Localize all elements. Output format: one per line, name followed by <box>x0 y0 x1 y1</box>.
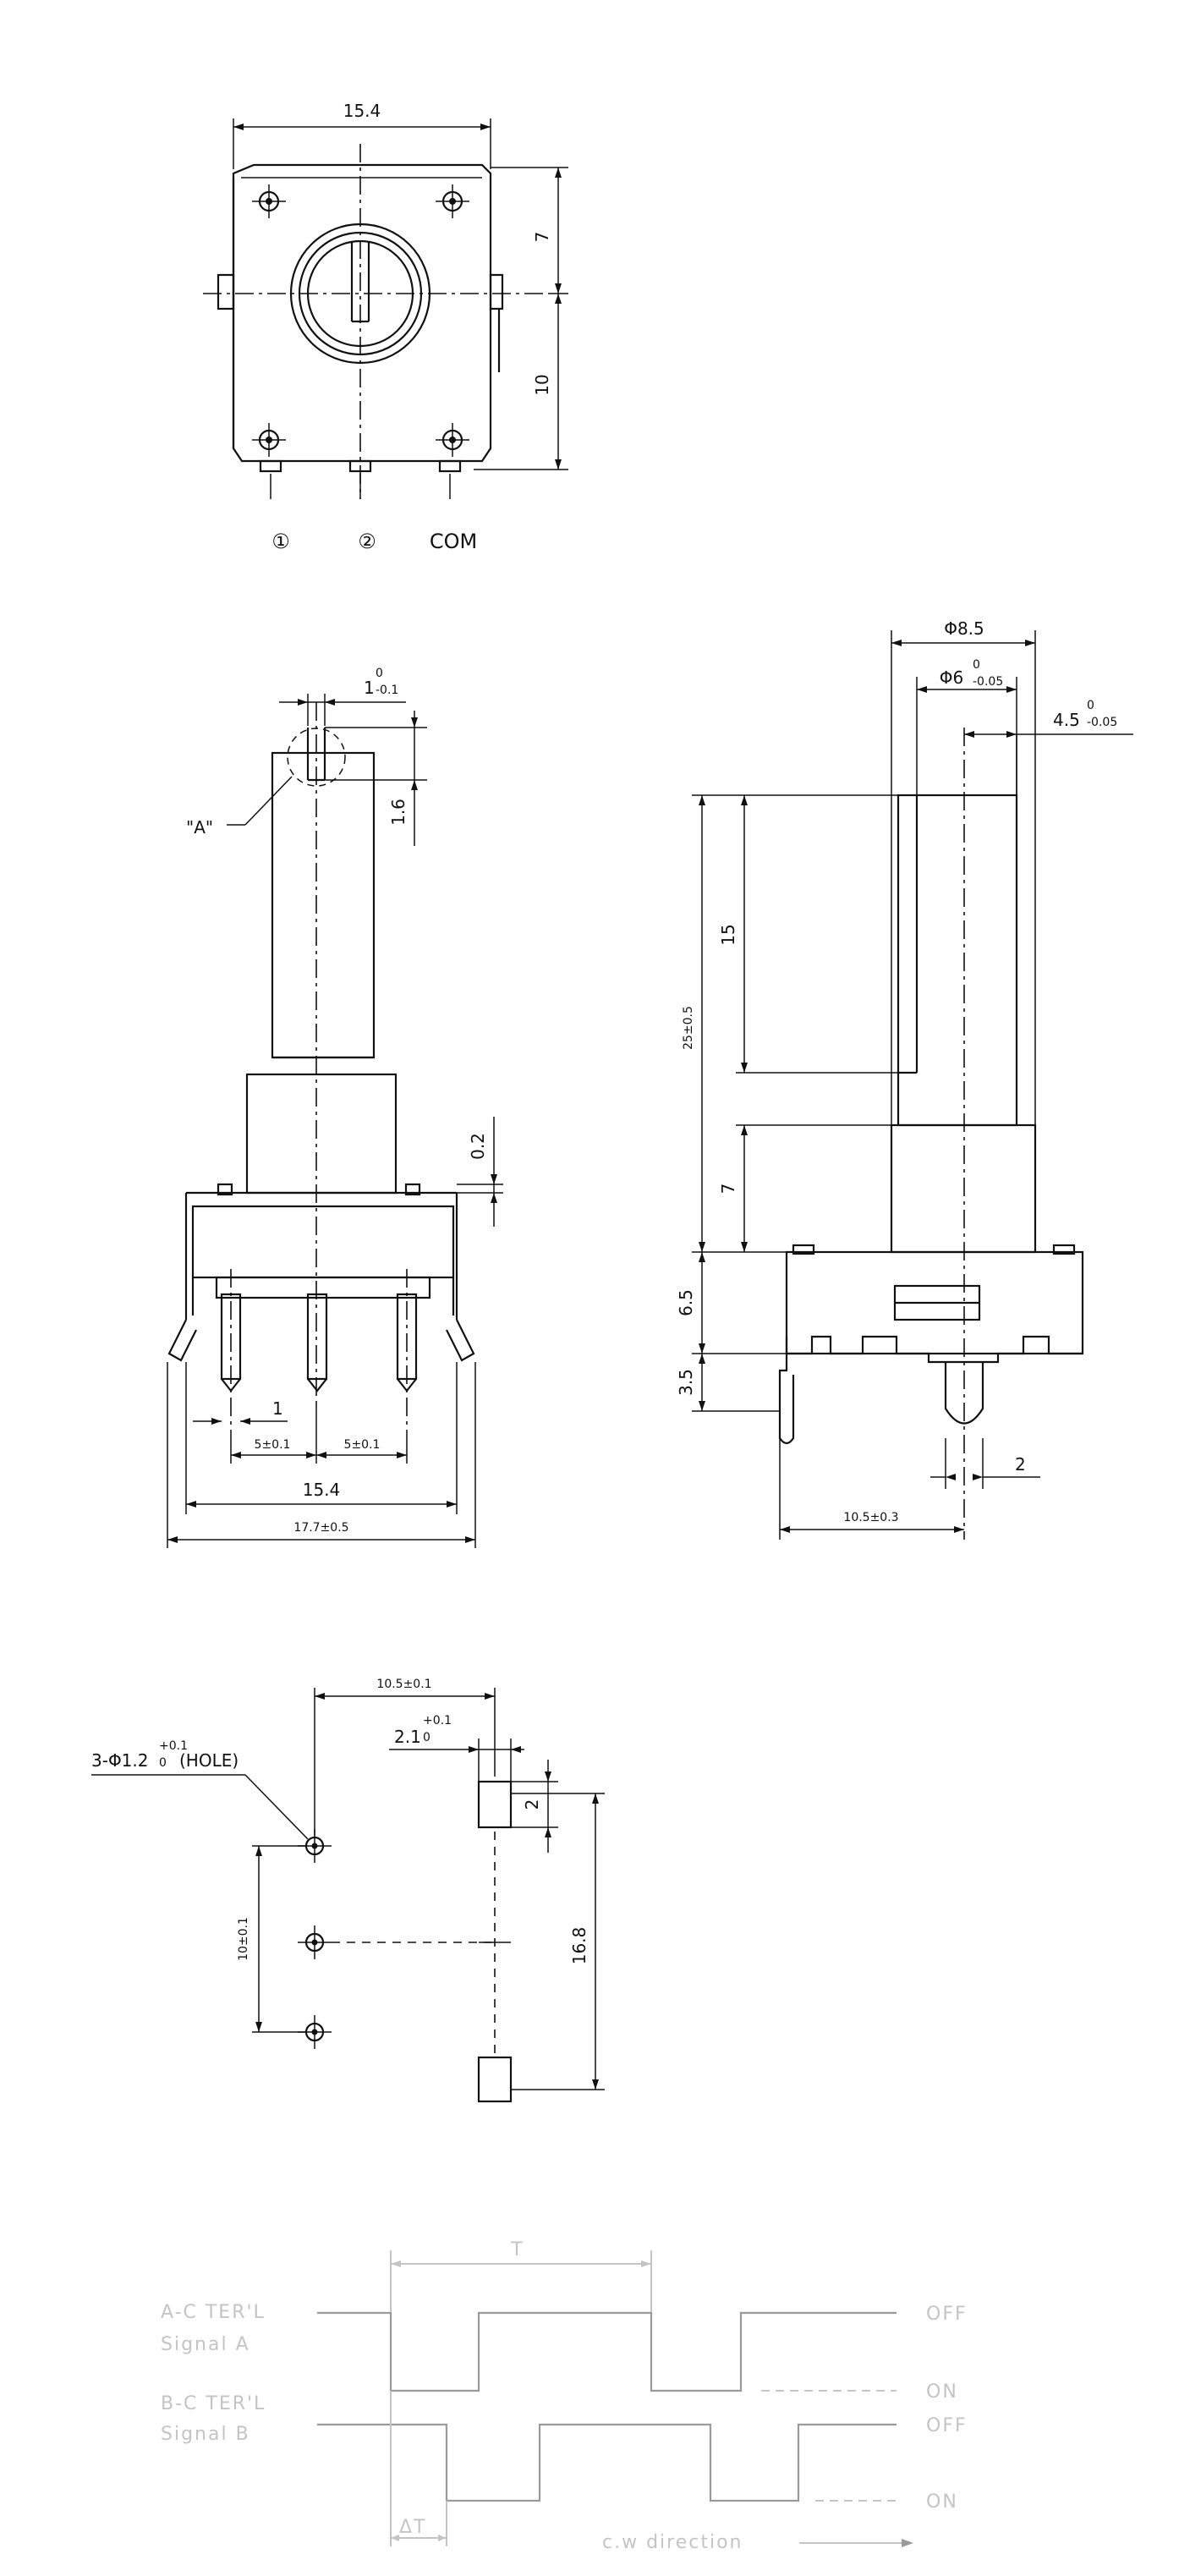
direction-label: c.w direction <box>602 2532 743 2553</box>
pcb-slot-width-tol-upper: +0.1 <box>423 1714 452 1727</box>
step-dim: 0.2 <box>468 1133 488 1160</box>
slot-depth-dim: 1.6 <box>388 799 409 826</box>
side-view: Φ8.5 Φ6 0 -0.05 4.5 0 -0.05 25±0.5 15 7 … <box>676 618 1133 1540</box>
detail-a-label: "A" <box>186 817 213 838</box>
body-height-dim: 6.5 <box>676 1289 696 1316</box>
pcb-pitch-dim: 10±0.1 <box>237 1917 250 1961</box>
total-height-dim: 25±0.5 <box>682 1006 695 1050</box>
pitch-right-dim: 5±0.1 <box>344 1438 381 1452</box>
front-body-width-dim: 15.4 <box>303 1480 341 1500</box>
bush-len-dim: 7 <box>718 1184 738 1195</box>
pcb-layout: 10.5±0.1 2.1 +0.1 0 2 16.8 10±0.1 3-Φ1.2… <box>91 1678 605 2103</box>
top-view: 15.4 7 10 ① ② COM <box>203 101 568 553</box>
pin-label-com: COM <box>430 530 477 553</box>
signal-b-label: Signal B <box>161 2424 250 2445</box>
pcb-slot-width-tol-lower: 0 <box>423 1731 430 1744</box>
flat-tol-upper: 0 <box>1087 699 1094 712</box>
signal-a-name: A-C TER'L <box>161 2302 266 2323</box>
side-pin-dim: 2 <box>1015 1454 1026 1475</box>
hole-suffix: (HOLE) <box>179 1750 239 1771</box>
slot-tol-lower: -0.1 <box>376 684 398 697</box>
shaft-dia-tol-lower: -0.05 <box>973 675 1003 689</box>
pin-height-dim: 3.5 <box>676 1369 696 1396</box>
timing-diagram: T A-C TER'L Signal A OFF ON B-C TER'L Si… <box>161 2239 968 2553</box>
pcb-horiz-dim: 10.5±0.1 <box>376 1678 431 1691</box>
top-lower-dim: 10 <box>532 374 552 395</box>
slot-tol-upper: 0 <box>376 667 383 680</box>
phase-label: ΔT <box>399 2517 427 2538</box>
signal-b-name: B-C TER'L <box>161 2393 266 2414</box>
flat-dim: 4.5 <box>1053 710 1080 730</box>
pcb-slot-width-dim: 2.1 <box>394 1727 421 1747</box>
signal-a-label: Signal A <box>161 2334 250 2355</box>
signal-b-off: OFF <box>926 2415 968 2436</box>
flat-tol-lower: -0.05 <box>1087 716 1117 729</box>
pin-width-dim: 1 <box>272 1398 283 1419</box>
side-depth-dim: 10.5±0.3 <box>843 1511 898 1524</box>
hole-tol-upper: +0.1 <box>159 1739 188 1753</box>
front-view: 1 0 -0.1 "A" 1.6 0.2 1 5±0.1 5±0.1 <box>167 667 503 1548</box>
collar-dia-dim: Φ8.5 <box>944 618 984 639</box>
shaft-len-dim: 15 <box>718 924 738 945</box>
direction-arrow-icon <box>902 2539 913 2547</box>
signal-a-off: OFF <box>926 2304 968 2325</box>
pcb-span-dim: 16.8 <box>569 1927 590 1965</box>
hole-spec: 3-Φ1.2 <box>91 1750 149 1771</box>
pitch-left-dim: 5±0.1 <box>255 1438 291 1452</box>
pin-label-2: ② <box>358 530 376 553</box>
signal-a-on: ON <box>926 2381 958 2403</box>
hole-tol-lower: 0 <box>159 1756 167 1770</box>
top-upper-dim: 7 <box>532 232 552 243</box>
slot-width-dim: 1 <box>364 678 375 698</box>
shaft-dia-tol-upper: 0 <box>973 658 980 672</box>
front-overall-width-dim: 17.7±0.5 <box>293 1521 348 1535</box>
period-label: T <box>510 2239 524 2260</box>
shaft-dia-dim: Φ6 <box>940 667 963 688</box>
pin-label-1: ① <box>271 530 290 553</box>
pcb-slot-height-dim: 2 <box>522 1799 542 1810</box>
signal-b-on: ON <box>926 2491 958 2513</box>
top-width-dim: 15.4 <box>343 101 381 121</box>
